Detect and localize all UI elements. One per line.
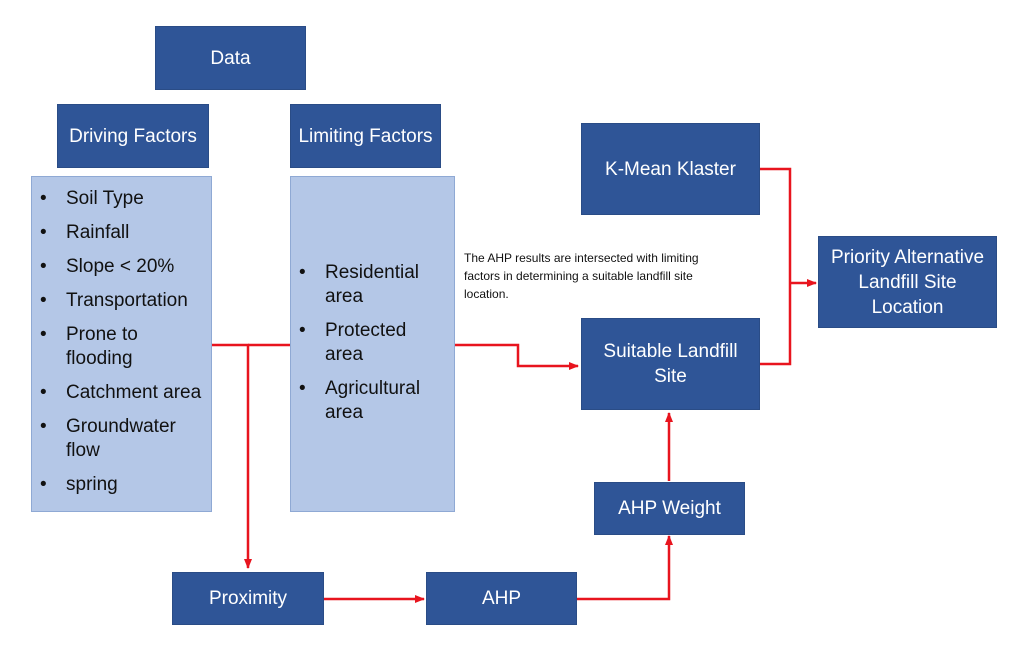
- list-item: Prone to flooding: [40, 323, 166, 371]
- arrow-ahp-to-weight: [577, 535, 673, 601]
- arrow-driving-to-proximity: [212, 343, 252, 569]
- list-item: Groundwater flow: [40, 415, 186, 463]
- limiting-factors-box: Limiting Factors: [290, 104, 441, 168]
- suitable-landfill-box: Suitable Landfill Site: [581, 318, 760, 410]
- line-suitable-to-priority: [760, 283, 792, 366]
- driving-factors-list: Soil Type Rainfall Slope < 20% Transport…: [31, 176, 212, 512]
- data-box: Data: [155, 26, 306, 90]
- list-item: Residential area: [299, 261, 425, 309]
- kmean-box: K-Mean Klaster: [581, 123, 760, 215]
- list-item: Catchment area: [40, 381, 203, 405]
- list-item: Agricultural area: [299, 377, 435, 425]
- proximity-box: Proximity: [172, 572, 324, 625]
- proximity-label: Proximity: [208, 588, 288, 609]
- priority-label: Priority Alternative Landfill Site Locat…: [830, 246, 985, 318]
- ahp-weight-box: AHP Weight: [594, 482, 745, 535]
- list-item: Rainfall: [40, 221, 203, 245]
- kmean-label: K-Mean Klaster: [605, 158, 736, 180]
- ahp-weight-label: AHP Weight: [618, 498, 721, 519]
- limiting-factors-list: Residential area Protected area Agricult…: [290, 176, 455, 512]
- arrow-limiting-to-suitable: [455, 343, 579, 370]
- list-item: Transportation: [40, 289, 203, 313]
- driving-factors-label: Driving Factors: [69, 125, 197, 147]
- list-item: Soil Type: [40, 187, 203, 211]
- list-item: spring: [40, 473, 203, 497]
- ahp-box: AHP: [426, 572, 577, 625]
- ahp-label: AHP: [481, 588, 522, 609]
- list-item: Protected area: [299, 319, 415, 367]
- suitable-landfill-label: Suitable Landfill Site: [603, 341, 738, 387]
- limiting-factors-label: Limiting Factors: [298, 125, 433, 147]
- line-kmean-to-priority: [760, 167, 792, 283]
- ahp-intersection-note: The AHP results are intersected with lim…: [464, 251, 699, 301]
- data-label: Data: [210, 47, 251, 69]
- driving-factors-box: Driving Factors: [57, 104, 209, 168]
- list-item: Slope < 20%: [40, 255, 203, 279]
- priority-box: Priority Alternative Landfill Site Locat…: [818, 236, 997, 328]
